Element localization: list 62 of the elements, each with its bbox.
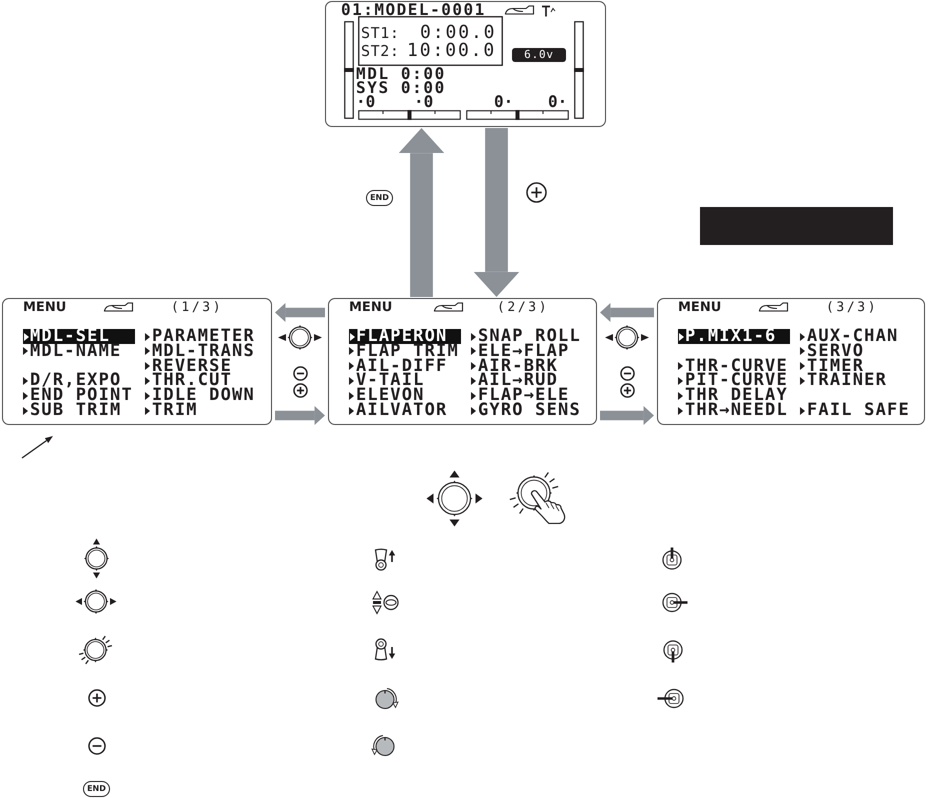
menu-screen (2, 298, 272, 425)
menu-item: END POINT (30, 388, 133, 404)
menu-screen (657, 298, 925, 425)
menu-item: FLAP TRIM (356, 344, 459, 359)
menu-item: THR DELAY (685, 388, 788, 404)
menu-item: TIMER (807, 358, 864, 374)
trim-value: ·0 (356, 94, 376, 110)
menu-item: FLAPERON (356, 329, 448, 344)
menu-item: AIL→RUD (478, 373, 558, 388)
block-arrow (275, 303, 325, 322)
block-arrow (474, 128, 520, 297)
battery-voltage: 6.0v (512, 48, 566, 62)
model-name: 01:MODEL-0001 (341, 3, 486, 16)
menu-item: PARAMETER (152, 329, 255, 344)
timer-label: ST1: (361, 26, 400, 41)
menu-item: AILVATOR (356, 403, 448, 418)
menu-item: ELEVON (356, 388, 425, 404)
block-arrow (398, 128, 444, 297)
menu-item: V-TAIL (356, 373, 425, 388)
blank-label-bar (700, 207, 893, 245)
trim-value: ·0 (414, 94, 434, 110)
menu-item: AIL-DIFF (356, 358, 448, 374)
menu-item: THR.CUT (152, 373, 232, 388)
menu-item: TRAINER (807, 373, 888, 388)
lcd-screen (325, 1, 606, 127)
menu-item: AUX-CHAN (807, 329, 898, 344)
menu-item: PIT-CURVE (685, 373, 788, 388)
block-arrow (275, 406, 325, 425)
menu-item: ELE→FLAP (478, 344, 570, 359)
page-indicator: (3/3) (826, 300, 878, 314)
menu-item: P.MIX1-6 (685, 329, 776, 344)
menu-title: MENU (349, 300, 392, 314)
trim-value: 0· (494, 94, 514, 110)
page-indicator: (2/3) (497, 300, 550, 314)
trim-value: 0· (548, 94, 568, 110)
menu-title: MENU (23, 300, 66, 314)
menu-item: THR→NEEDL (685, 403, 788, 418)
menu-item: MDL-SEL (30, 329, 110, 344)
key-label: END (366, 190, 393, 206)
menu-item: AIR-BRK (478, 358, 558, 374)
menu-item: GYRO SENS (478, 403, 581, 418)
block-arrow (600, 303, 654, 322)
menu-item: FAIL SAFE (807, 403, 910, 418)
menu-item: IDLE DOWN (152, 388, 255, 404)
menu-item: MDL-TRANS (152, 344, 255, 359)
menu-item: FLAP→ELE (478, 388, 570, 404)
menu-item: TRIM (152, 403, 198, 418)
usage-timer: MDL 0:00 (356, 66, 446, 82)
timer-label: ST2: (361, 44, 400, 59)
menu-item: D/R,EXPO (30, 373, 122, 388)
usage-timer: SYS 0:00 (356, 80, 446, 96)
page-indicator: (1/3) (171, 300, 224, 314)
menu-item: SUB TRIM (30, 403, 122, 418)
timer-value: 10:00.0 (407, 42, 496, 60)
menu-screen (328, 298, 597, 425)
menu-item: SERVO (807, 344, 864, 359)
key-label: END (83, 781, 110, 797)
menu-title: MENU (678, 300, 722, 314)
timer-value: 0:00.0 (420, 24, 496, 42)
menu-item: MDL-NAME (30, 344, 122, 359)
menu-item: SNAP ROLL (478, 329, 581, 344)
block-arrow (600, 406, 654, 425)
